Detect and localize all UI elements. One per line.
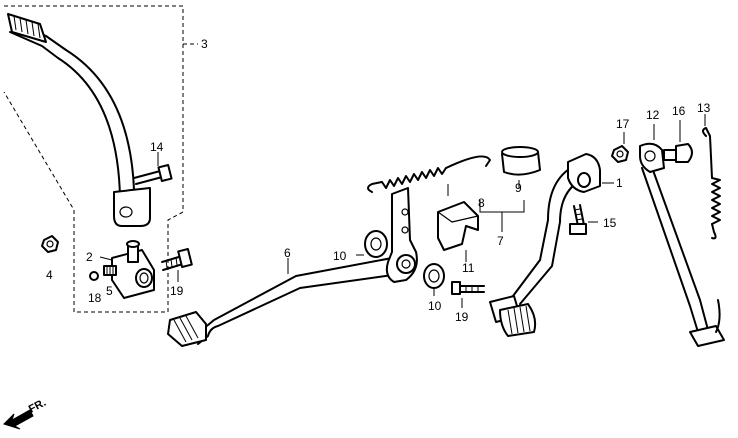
callout-18: 18 xyxy=(88,291,102,305)
front-direction-indicator: FR. xyxy=(3,397,48,430)
callout-8: 8 xyxy=(478,196,485,210)
brake-pedal xyxy=(167,187,418,347)
bolt-19-right xyxy=(451,281,485,308)
bolt-14 xyxy=(133,152,173,185)
bolt-19-left xyxy=(161,248,193,282)
washer-10-upper xyxy=(356,230,388,258)
callout-1: 1 xyxy=(616,176,623,190)
washer-10-lower xyxy=(423,263,445,296)
kick-starter-group-outline xyxy=(3,5,198,313)
kick-starter-arm xyxy=(7,13,151,227)
callout-13: 13 xyxy=(697,101,711,115)
callout-11: 11 xyxy=(462,261,475,275)
side-stand xyxy=(639,124,725,347)
callout-labels: 1 2 3 4 5 6 7 8 9 10 10 11 12 13 14 15 1… xyxy=(46,37,711,324)
callout-19-left: 19 xyxy=(170,284,184,298)
callout-15: 15 xyxy=(603,216,617,230)
collar-9 xyxy=(501,146,541,188)
bolt-5 xyxy=(103,265,117,276)
bolt-15 xyxy=(569,204,598,235)
callout-3: 3 xyxy=(201,37,208,51)
spring-8 xyxy=(367,155,491,196)
callout-5: 5 xyxy=(106,284,113,298)
front-arrow-icon xyxy=(3,409,34,430)
pivot-bolt-16 xyxy=(663,120,693,163)
callout-14: 14 xyxy=(150,140,164,154)
callout-19-right: 19 xyxy=(455,310,469,324)
washer-18 xyxy=(89,271,99,281)
callout-7: 7 xyxy=(497,234,504,248)
spring-13 xyxy=(702,114,721,240)
nut-4 xyxy=(41,235,59,253)
callout-16: 16 xyxy=(672,104,686,118)
callout-10-lower: 10 xyxy=(428,299,442,313)
callout-12: 12 xyxy=(646,108,660,122)
callout-2: 2 xyxy=(86,250,93,264)
group-bracket-7 xyxy=(479,200,525,232)
rubber-11 xyxy=(437,201,479,262)
front-direction-label: FR. xyxy=(27,397,48,416)
callout-4: 4 xyxy=(46,268,53,282)
callout-17: 17 xyxy=(616,117,630,131)
gearshift-pedal xyxy=(489,153,614,337)
nut-17 xyxy=(611,132,629,163)
callout-6: 6 xyxy=(284,246,291,260)
callout-9: 9 xyxy=(515,181,522,195)
kick-starter-boss xyxy=(99,240,155,299)
callout-10-upper: 10 xyxy=(333,249,347,263)
